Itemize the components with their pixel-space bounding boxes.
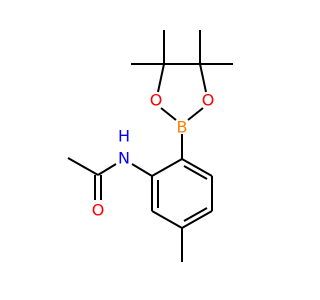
atom-o-carbonyl: O [92, 201, 105, 220]
atom-n-hydrogen: H [118, 127, 130, 146]
ring-bond-6 [151, 158, 183, 177]
atom-o-ring-left: O [150, 91, 163, 110]
bond-c-n [131, 163, 153, 177]
bond-c-methyl [67, 157, 99, 176]
molecule-structure: N H O O O B [67, 30, 233, 262]
atom-o-ring-right: O [202, 91, 215, 110]
atom-n: N [118, 149, 130, 168]
bond-o-b-left [160, 107, 177, 121]
ring-bond-1 [181, 158, 213, 177]
ring-bond-1-inner [183, 165, 208, 180]
bond-n-c [97, 163, 117, 176]
atom-b: B [177, 118, 188, 137]
bond-o-b-right [187, 107, 204, 121]
ring-bond-3-inner [183, 207, 208, 222]
ring-bond-4 [151, 210, 183, 229]
ring-bond-3 [181, 210, 213, 229]
bond-c-o-left [157, 63, 165, 93]
bond-c-o-right [199, 63, 207, 93]
